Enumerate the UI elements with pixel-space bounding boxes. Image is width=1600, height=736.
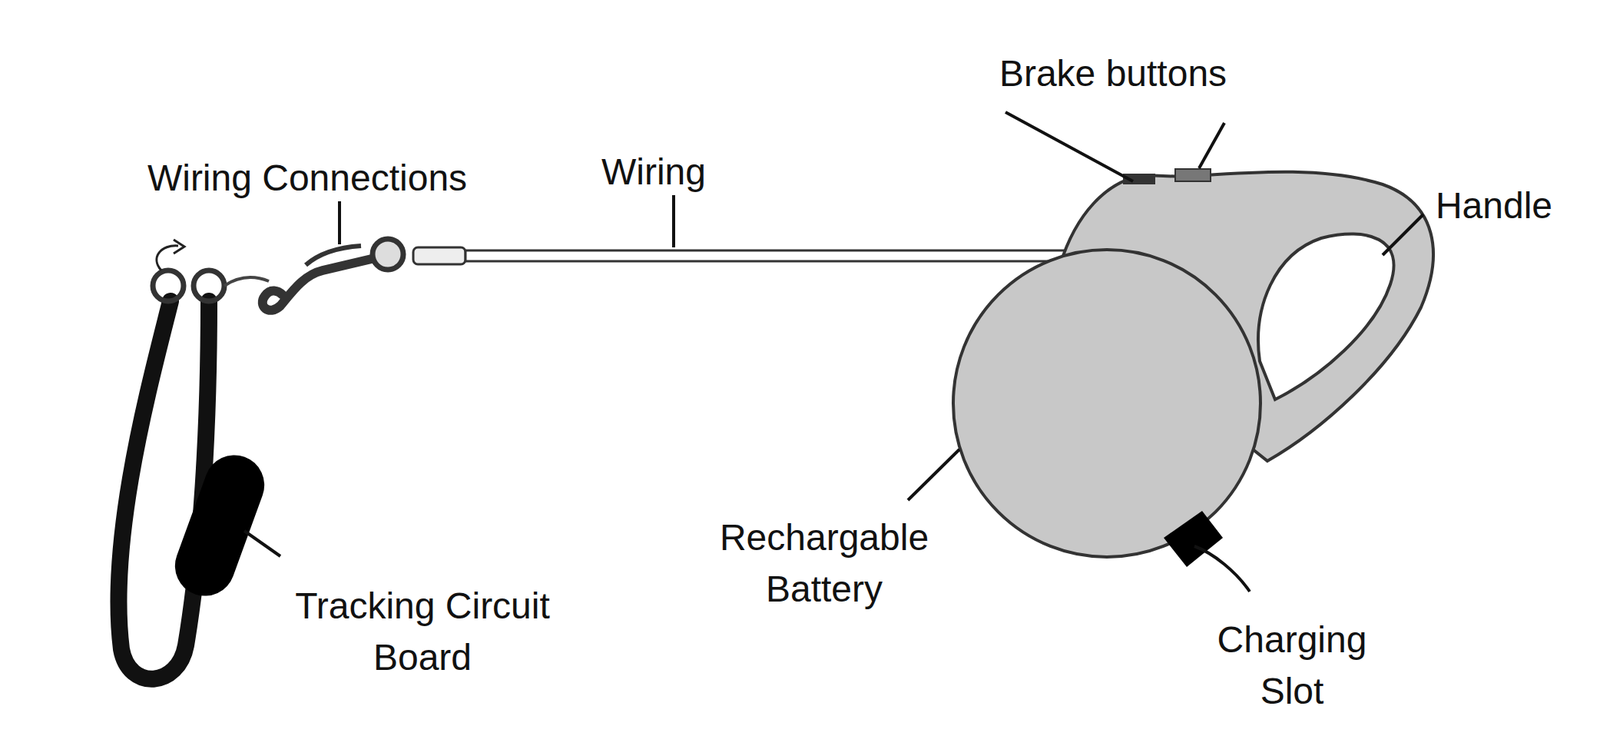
- collar-ring: [193, 270, 225, 302]
- leader-line: [1005, 112, 1133, 182]
- snap-hook: [262, 258, 375, 311]
- collar-ring: [152, 270, 184, 302]
- rotation-arrowhead: [173, 239, 185, 254]
- hook-link: [224, 277, 269, 286]
- leader-line: [1382, 214, 1424, 256]
- brake-button: [1175, 168, 1211, 182]
- cord-end: [413, 247, 466, 265]
- leader-line: [1199, 122, 1225, 169]
- part-label: Rechargable Battery: [701, 511, 948, 615]
- part-label: Wiring Connections: [107, 152, 507, 204]
- leader-line: [1194, 546, 1250, 592]
- part-label: Brake buttons: [967, 47, 1259, 100]
- tracking-board: [166, 446, 273, 604]
- leader-line: [672, 195, 676, 248]
- rotation-arrow: [156, 245, 179, 271]
- part-label: Handle: [1428, 179, 1560, 232]
- swivel-ring: [372, 238, 404, 270]
- battery-housing: [953, 249, 1261, 557]
- part-label: Tracking Circuit Board: [268, 579, 577, 683]
- leader-line: [337, 201, 342, 245]
- leader-line: [244, 530, 281, 557]
- snap-hook-gate: [305, 245, 362, 266]
- handle-hole: [1258, 234, 1394, 400]
- leader-line: [907, 449, 960, 501]
- cord: [465, 250, 1065, 262]
- charging-slot: [1163, 510, 1223, 567]
- collar-strap: [118, 301, 209, 680]
- part-label: Wiring: [569, 145, 739, 198]
- part-label: Charging Slot: [1199, 613, 1385, 717]
